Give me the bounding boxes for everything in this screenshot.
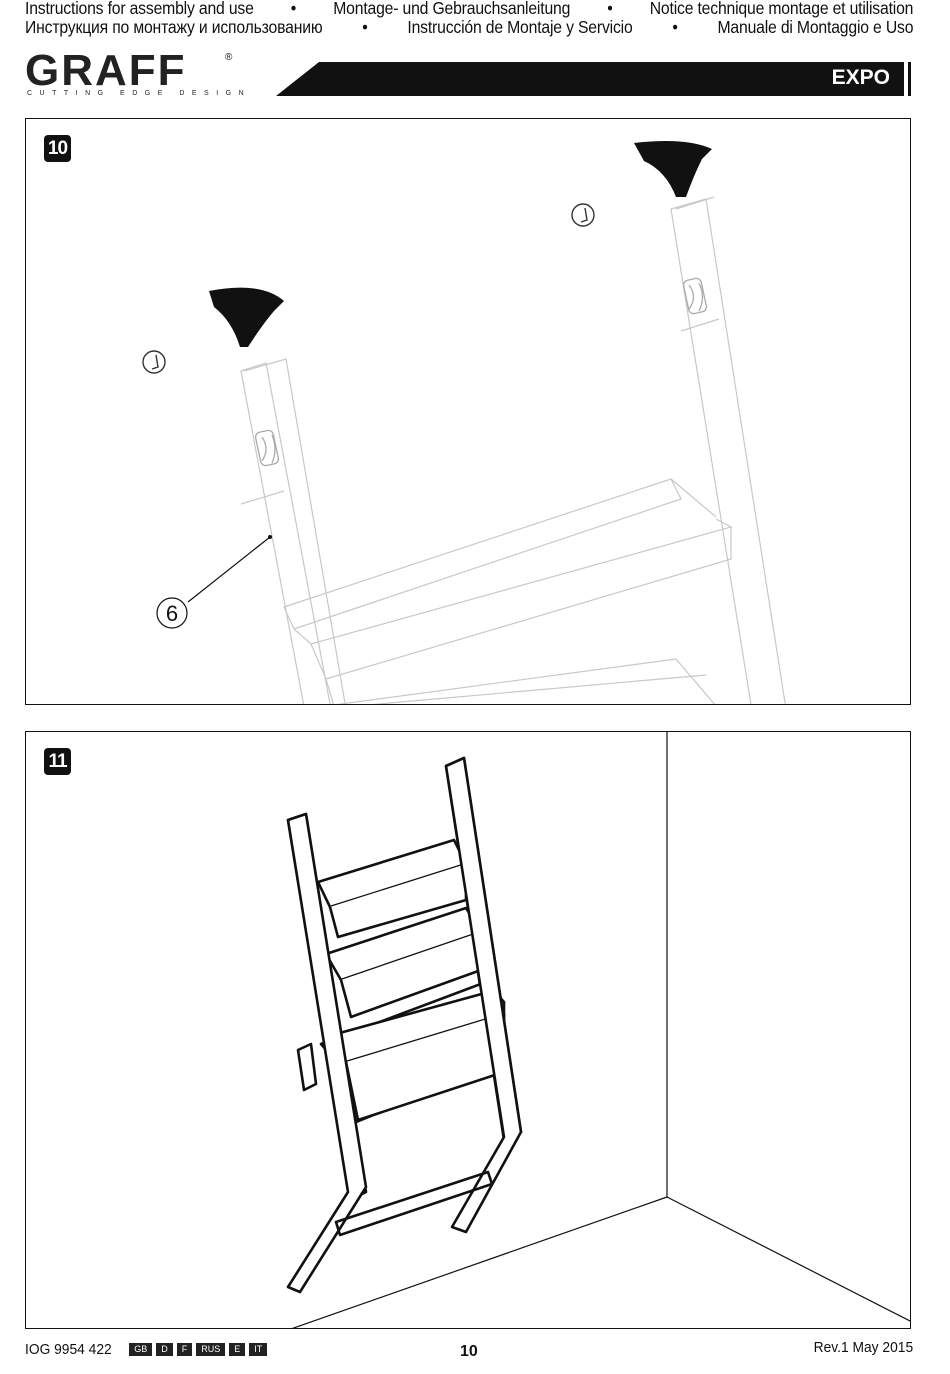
header-separator: • [290, 0, 297, 18]
product-name: EXPO [831, 66, 890, 89]
header-banner [270, 62, 911, 96]
header-separator: • [607, 0, 613, 18]
revision-date: Rev.1 May 2015 [813, 1339, 913, 1356]
step-11-panel: 11 [25, 731, 911, 1329]
header-text-en: Instructions for assembly and use [25, 0, 254, 18]
graff-logo: GRAFF ® CUTTING EDGE DESIGN [25, 46, 244, 100]
step-10-panel: 10 [25, 118, 911, 705]
language-badge-rus: RUS [196, 1343, 226, 1356]
language-badge-it: IT [249, 1343, 268, 1356]
header-languages-line-1: Instructions for assembly and use • Mont… [25, 0, 913, 19]
header-languages-line-2: Инструкция по монтажу и использованию • … [25, 17, 913, 38]
callout-6-circle [156, 597, 188, 629]
right-rail [670, 198, 786, 704]
wall-bracket-right [682, 277, 708, 315]
wall-plug-left [142, 350, 166, 374]
header-text-it: Manuale di Montaggio e Uso [717, 17, 914, 37]
wall-plug-right [571, 203, 595, 227]
header-text-fr: Notice technique montage et utilisation [649, 0, 914, 18]
step-11-illustration [286, 732, 910, 1328]
language-badge-gb: GB [129, 1343, 153, 1356]
left-rail [240, 362, 331, 704]
callout-6-label: 6 [166, 601, 178, 626]
assembled-ladder-shelf [286, 756, 523, 1294]
header-text-ru: Инструкция по монтажу и использованию [25, 17, 323, 37]
logo-registered-mark: ® [225, 52, 233, 63]
lift-arrow-left [209, 287, 284, 347]
step-number: 11 [44, 748, 71, 775]
footer-document-info: IOG 9954 422 GB D F RUS E IT [25, 1341, 268, 1358]
logo-tagline: CUTTING EDGE DESIGN [27, 90, 252, 97]
shelf-top [283, 478, 682, 630]
step-10-illustration: 6 [142, 141, 786, 704]
step-number: 10 [44, 135, 71, 162]
header-separator: • [672, 17, 678, 37]
page-number: 10 [460, 1343, 478, 1360]
wall-bracket-left [254, 429, 280, 467]
header-text-es: Instrucción de Montaje y Servicio [407, 17, 633, 37]
language-badge-f: F [176, 1343, 193, 1356]
header-separator: • [362, 17, 368, 37]
language-badge-d: D [156, 1343, 173, 1356]
document-code: IOG 9954 422 [25, 1341, 112, 1358]
logo-wordmark: GRAFF [25, 46, 187, 95]
header-text-de: Montage- und Gebrauchsanleitung [333, 0, 571, 18]
language-badge-e: E [229, 1343, 246, 1356]
lift-arrow-right [634, 141, 712, 197]
